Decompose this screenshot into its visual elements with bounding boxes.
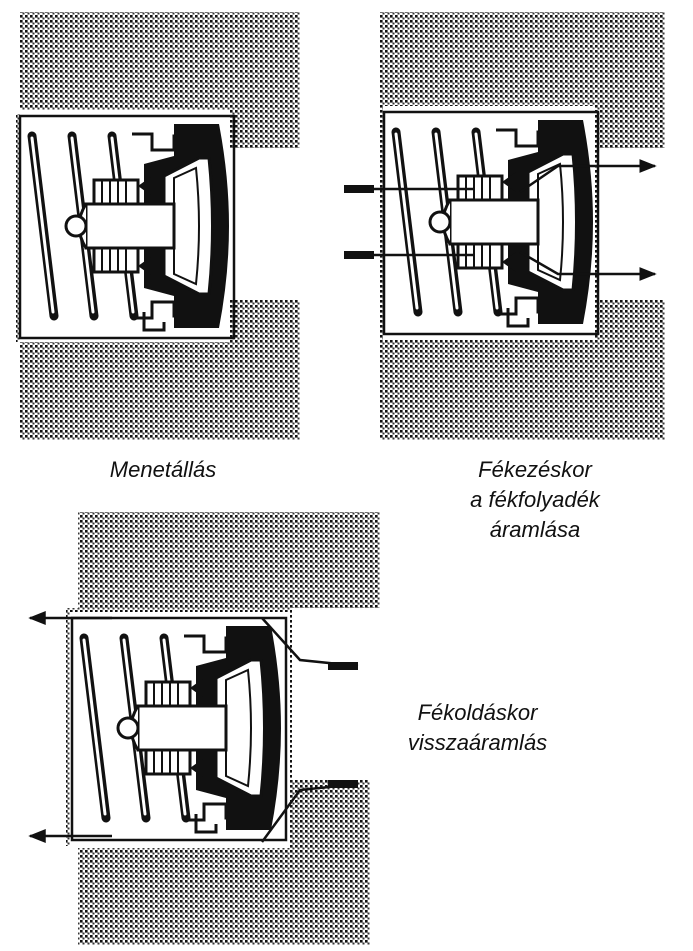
caption-line: Menetállás bbox=[109, 457, 217, 482]
diagram-driving-position bbox=[16, 12, 300, 440]
diagram-release-backflow bbox=[28, 512, 380, 945]
caption-line: a fékfolyadék bbox=[470, 487, 600, 512]
caption-line: áramlása bbox=[489, 517, 581, 542]
caption-driving: Menetállás bbox=[88, 455, 238, 485]
outflow-arrows bbox=[519, 159, 657, 281]
caption-line: visszaáramlás bbox=[407, 730, 548, 755]
diagram-braking-flow bbox=[344, 12, 665, 440]
return-arrows bbox=[28, 611, 359, 843]
caption-releasing: Fékoldáskor visszaáramlás bbox=[385, 698, 570, 758]
caption-line: Fékezéskor bbox=[478, 457, 592, 482]
inflow-arrows bbox=[344, 185, 474, 259]
caption-line: Fékoldáskor bbox=[417, 700, 538, 725]
caption-braking: Fékezéskor a fékfolyadék áramlása bbox=[440, 455, 630, 545]
